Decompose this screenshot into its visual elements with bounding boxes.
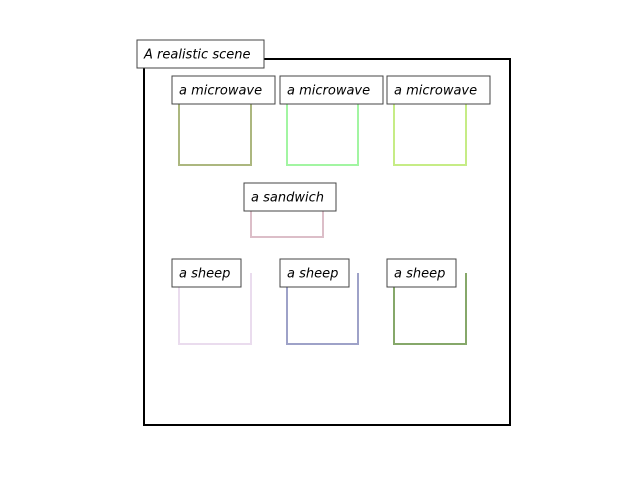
object-label-box [171, 75, 276, 105]
object-label-box [386, 258, 457, 288]
objects-layer: a microwave a microwave a microwave a sandw… [171, 75, 491, 345]
object-4: a sheep [171, 258, 252, 345]
object-5: a sheep [279, 258, 359, 345]
object-box [178, 90, 252, 166]
object-label-text: a microwave [287, 84, 370, 99]
scene-label-box [136, 39, 265, 69]
object-box [286, 90, 359, 166]
object-3: a sandwich [243, 182, 337, 238]
object-box [286, 273, 359, 345]
object-box [393, 90, 467, 166]
object-label-text: a sandwich [251, 191, 324, 206]
object-label-box [279, 258, 350, 288]
scene-label: A realistic scene [136, 39, 265, 69]
scene-label-text: A realistic scene [143, 48, 250, 63]
object-label-box [386, 75, 491, 105]
object-label-text: a sheep [179, 267, 230, 282]
object-label-text: a microwave [394, 84, 477, 99]
object-label-box [243, 182, 337, 212]
object-box [393, 273, 467, 345]
object-1: a microwave [279, 75, 384, 166]
object-2: a microwave [386, 75, 491, 166]
object-label-box [171, 258, 242, 288]
object-label-text: a sheep [394, 267, 445, 282]
object-label-text: a sheep [287, 267, 338, 282]
object-box [178, 273, 252, 345]
object-0: a microwave [171, 75, 276, 166]
object-6: a sheep [386, 258, 467, 345]
scene-frame [143, 58, 511, 426]
object-label-text: a microwave [179, 84, 262, 99]
object-label-box [279, 75, 384, 105]
object-box [250, 197, 324, 238]
